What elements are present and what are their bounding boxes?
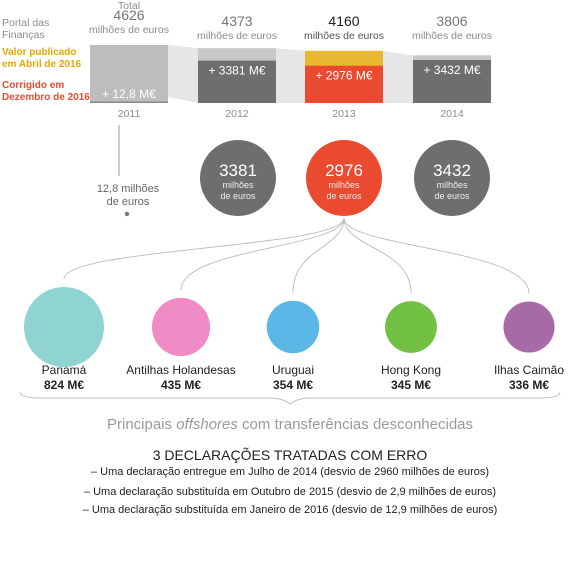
- year-label-2011: 2011: [118, 108, 141, 120]
- offshore-value-3: 354 M€: [273, 378, 313, 392]
- connector-band-2012: [276, 48, 305, 103]
- connector-band-2011: [168, 45, 198, 103]
- year-label-2013: 2013: [332, 108, 356, 120]
- offshore-value-4: 345 M€: [391, 378, 431, 392]
- bubble-value-2012: 3381: [219, 161, 257, 180]
- legend-portal-label: Portal das Finanças: [2, 17, 50, 41]
- total-unit-2013: milhões de euros: [304, 30, 384, 42]
- bubble-unit-2-2012: de euros: [220, 191, 256, 201]
- fan-line-1: [63, 217, 345, 280]
- legend-published-label: Valor publicado em Abril de 2016: [2, 47, 82, 70]
- total-value-2014: 3806: [436, 13, 467, 29]
- correction-label-2014: + 3432 M€: [423, 63, 480, 77]
- bar-corrected-2013: [305, 65, 383, 103]
- declaration-line-2: – Uma declaração substituída em Outubro …: [83, 486, 497, 498]
- total-value-2013: 4160: [328, 13, 359, 29]
- note-2011-line-2: de euros: [107, 196, 150, 208]
- legend-corrected-label: Corrigido em Dezembro de 2016: [2, 80, 90, 103]
- offshore-value-5: 336 M€: [509, 378, 549, 392]
- offshore-name-5: Ilhas Caimão: [494, 363, 564, 377]
- declaration-line-1: – Uma declaração entregue em Julho de 20…: [90, 466, 490, 478]
- total-unit-2014: milhões de euros: [412, 30, 492, 42]
- total-value-2012: 4373: [221, 13, 252, 29]
- offshore-caption-after: com transferências desconhecidas: [237, 416, 474, 433]
- offshore-bubble-3: [266, 300, 320, 354]
- note-2011-line-1: 12,8 milhões: [97, 183, 160, 195]
- year-label-2012: 2012: [225, 108, 249, 120]
- offshore-bubble-5: [503, 301, 555, 353]
- correction-label-2012: + 3381 M€: [208, 64, 265, 78]
- bar-corrected-2012: [198, 60, 276, 103]
- offshore-name-3: Uruguai: [272, 363, 314, 377]
- total-value-2011: 4626: [113, 7, 144, 23]
- bubble-unit-1-2012: milhões: [222, 180, 254, 190]
- fan-line-2: [180, 217, 345, 290]
- bubble-unit-2-2014: de euros: [434, 191, 470, 201]
- correction-label-2011: + 12,8 M€: [102, 87, 156, 101]
- offshore-bracket: [19, 391, 561, 405]
- bubble-value-2013: 2976: [325, 161, 363, 180]
- year-label-2014: 2014: [440, 108, 464, 120]
- note-2011-dot: [124, 211, 130, 217]
- offshore-caption-before: Principais: [106, 416, 177, 433]
- fan-line-3: [292, 217, 345, 293]
- bubble-2012: [200, 140, 276, 216]
- correction-label-2013: + 2976 M€: [315, 69, 372, 83]
- offshore-value-2: 435 M€: [161, 378, 201, 392]
- bubble-unit-1-2014: milhões: [436, 180, 468, 190]
- offshore-bubble-1: [24, 287, 104, 367]
- fan-line-4: [343, 217, 412, 294]
- bar-total-2011: [90, 45, 168, 103]
- bar-corrected-2014: [413, 59, 491, 103]
- offshore-name-2: Antilhas Holandesas: [126, 363, 235, 377]
- total-unit-2012: milhões de euros: [197, 30, 277, 42]
- offshore-bubble-4: [385, 301, 437, 353]
- declarations-title: 3 DECLARAÇÕES TRATADAS COM ERRO: [152, 447, 428, 463]
- declaration-line-3: – Uma declaração substituída em Janeiro …: [82, 504, 498, 516]
- offshore-name-1: Panamá: [42, 363, 87, 377]
- offshore-caption: Principais offshores com transferências …: [0, 416, 580, 433]
- fan-line-5: [343, 217, 530, 294]
- total-unit-2011: milhões de euros: [89, 24, 169, 36]
- total-prefix-label: Total: [118, 0, 140, 12]
- connector-band-2013: [383, 50, 413, 103]
- bubble-value-2014: 3432: [433, 161, 471, 180]
- bubble-2014: [414, 140, 490, 216]
- bubble-unit-1-2013: milhões: [328, 180, 360, 190]
- offshore-caption-emph: offshores: [176, 416, 238, 433]
- offshore-bubble-2: [151, 297, 211, 357]
- offshore-name-4: Hong Kong: [381, 363, 441, 377]
- offshore-value-1: 824 M€: [44, 378, 84, 392]
- bubble-unit-2-2013: de euros: [326, 191, 362, 201]
- bubble-2013: [306, 140, 382, 216]
- bar-corrected-2011: [90, 101, 168, 103]
